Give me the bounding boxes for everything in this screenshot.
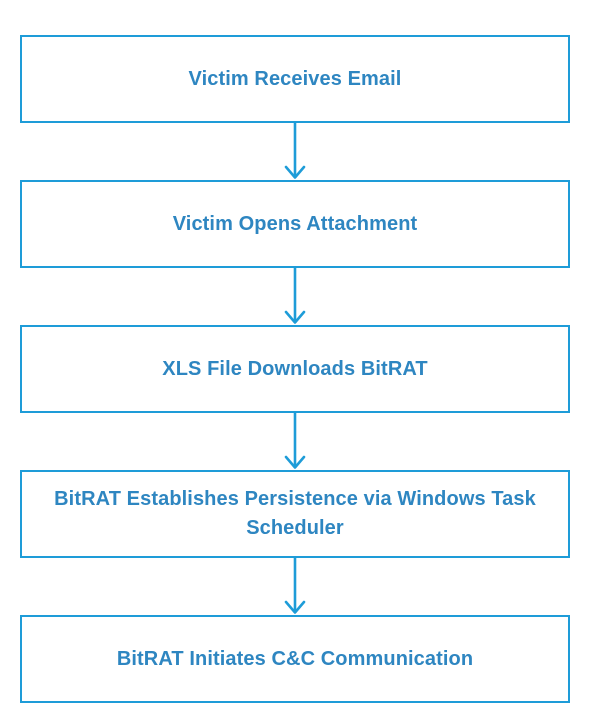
arrow-down-icon bbox=[284, 413, 306, 469]
flowchart: Victim Receives Email Victim Opens Attac… bbox=[20, 35, 570, 703]
arrow-down-icon bbox=[284, 268, 306, 324]
flow-step-label: BitRAT Establishes Persistence via Windo… bbox=[54, 488, 536, 539]
flow-step-label: XLS File Downloads BitRAT bbox=[162, 357, 428, 380]
flow-step-box-bitrat-persistence: BitRAT Establishes Persistence via Windo… bbox=[20, 470, 570, 558]
flow-step-box-xls-downloads-bitrat: XLS File Downloads BitRAT bbox=[20, 325, 570, 413]
flow-step-label: BitRAT Initiates C&C Communication bbox=[116, 647, 474, 670]
flow-step-box-victim-opens-attachment: Victim Opens Attachment bbox=[20, 180, 570, 268]
arrow-down-icon bbox=[284, 123, 306, 179]
flow-step-box-victim-receives-email: Victim Receives Email bbox=[20, 35, 570, 123]
flow-step-label: Victim Receives Email bbox=[188, 67, 402, 90]
flow-step-box-bitrat-cc-communication: BitRAT Initiates C&C Communication bbox=[20, 615, 570, 703]
arrow-down-icon bbox=[284, 558, 306, 614]
flow-step-label: Victim Opens Attachment bbox=[172, 212, 418, 235]
